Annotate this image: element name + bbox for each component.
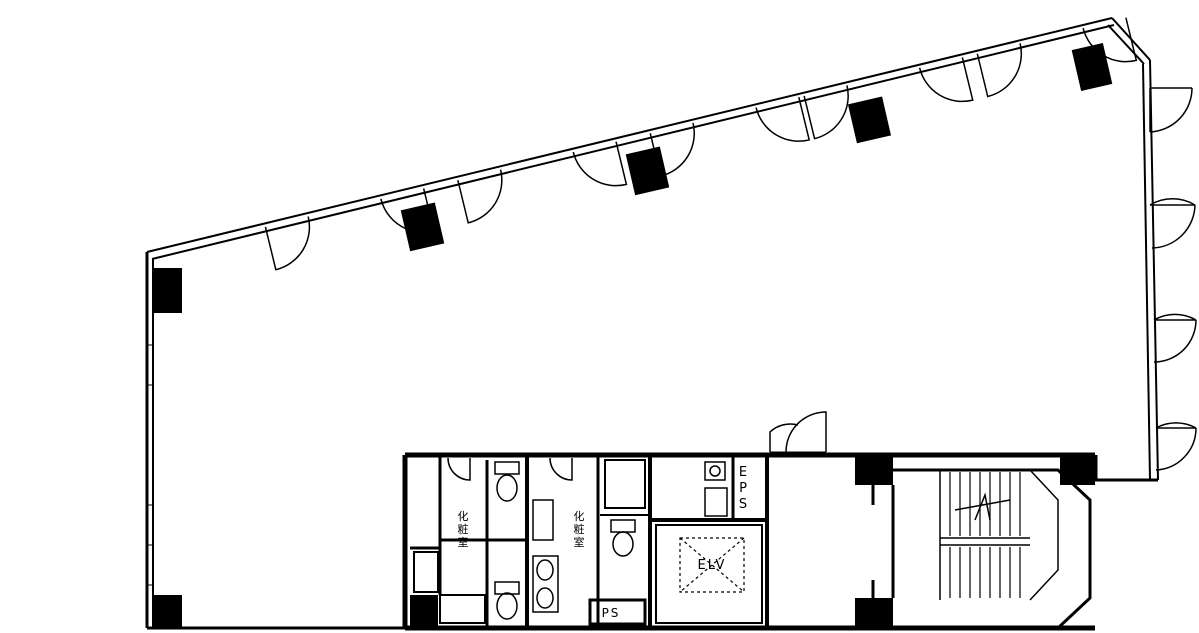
exterior-walls [145, 17, 1159, 631]
restroom-doors [447, 457, 573, 481]
window-swing [264, 216, 311, 271]
column [410, 595, 438, 628]
column [625, 146, 670, 196]
core-walls [410, 455, 895, 628]
stairs [893, 468, 1092, 630]
elevator-label: ELV [698, 558, 727, 573]
restroom-left-label-1: 化 [458, 509, 469, 523]
window-swing [1149, 87, 1193, 133]
stair-treads [949, 472, 1021, 598]
window-swing [1155, 422, 1197, 471]
restroom-right-label-3: 室 [574, 535, 585, 549]
window-swing [649, 122, 695, 177]
entrance-door [769, 411, 827, 453]
diagonal-windows [264, 17, 1138, 271]
window-swing [1149, 198, 1196, 206]
window-swing [803, 85, 849, 140]
toilet-fixtures [494, 461, 636, 620]
column [847, 96, 892, 144]
column [1060, 455, 1095, 485]
structural-columns [152, 42, 1113, 628]
restroom-right-label-1: 化 [574, 509, 585, 523]
window-swing [1150, 204, 1196, 249]
window-swing [755, 97, 811, 142]
column [152, 595, 182, 628]
column [855, 598, 893, 628]
column [152, 268, 182, 313]
restroom-left-label-2: 粧 [458, 523, 469, 536]
window-swing [380, 188, 435, 234]
window-swing [1153, 313, 1197, 363]
window-swing [572, 141, 628, 187]
stair-break-line [954, 492, 1011, 521]
left-wall-glazing [147, 344, 153, 586]
ps-label: PS [602, 606, 621, 620]
eps-label-e: E [739, 465, 747, 480]
eps-label-s: S [739, 497, 747, 512]
column [400, 202, 445, 252]
restroom-right-label-2: 粧 [574, 523, 585, 536]
right-windows [1149, 87, 1197, 471]
column [855, 455, 893, 485]
column [1071, 42, 1113, 92]
elevator-shaft [679, 537, 745, 593]
window-swing [918, 57, 974, 103]
window-swing [1082, 17, 1138, 63]
eps-label-p: P [739, 481, 747, 496]
window-swing [976, 43, 1023, 98]
restroom-left-label-3: 室 [458, 535, 469, 549]
window-swing [457, 169, 503, 224]
